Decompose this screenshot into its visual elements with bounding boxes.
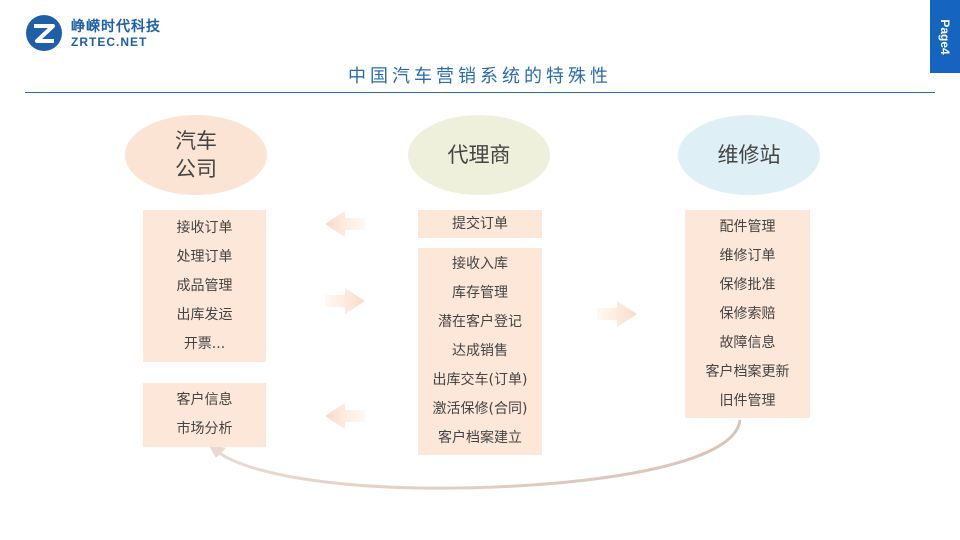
title-divider [25, 92, 935, 93]
list-item: 旧件管理 [719, 392, 776, 409]
logo-english-text: ZRTEC.NET [71, 35, 148, 49]
slide-title: 中国汽车营销系统的特殊性 [348, 66, 612, 87]
list-item: 开票... [183, 335, 226, 352]
company-logo: 峥嵘时代科技 ZRTEC.NET [25, 14, 170, 52]
logo-mark-icon [26, 15, 62, 51]
heading-car-company: 汽车 公司 [125, 115, 267, 195]
list-item: 提交订单 [452, 215, 508, 232]
list-item: 故障信息 [719, 334, 776, 351]
list-item: 客户档案更新 [705, 363, 790, 380]
agent-operations-box: 接收入库 库存管理 潜在客户登记 达成销售 出库交车(订单) 激活保修(合同) … [418, 248, 542, 455]
list-item: 库存管理 [452, 285, 508, 301]
list-item: 达成销售 [452, 343, 508, 359]
feedback-arrowhead-icon [208, 444, 226, 458]
list-item: 激活保修(合同) [432, 401, 528, 417]
arrow-right-service-icon [597, 301, 637, 327]
arrow-left-bottom-icon [325, 403, 365, 429]
list-item: 接收入库 [452, 256, 508, 272]
list-item: 成品管理 [176, 277, 233, 294]
list-item: 配件管理 [719, 218, 776, 235]
list-item: 客户信息 [176, 392, 233, 408]
car-company-order-box: 接收订单 处理订单 成品管理 出库发运 开票... [143, 210, 266, 362]
feedback-curve [214, 419, 742, 490]
agent-submit-box: 提交订单 [418, 210, 542, 238]
list-item: 潜在客户登记 [438, 314, 522, 330]
car-company-customer-box: 客户信息 市场分析 [143, 383, 266, 447]
arrow-right-mid-icon [325, 288, 365, 314]
heading-service-station: 维修站 [678, 115, 820, 195]
list-item: 保修批准 [719, 276, 776, 293]
heading-agent: 代理商 [408, 115, 550, 195]
page-number-tab: Page4 [930, 0, 960, 73]
heading-car-company-line1: 汽车 [175, 128, 217, 153]
list-item: 维修订单 [719, 247, 776, 264]
list-item: 出库交车(订单) [432, 372, 528, 388]
list-item: 市场分析 [176, 421, 233, 437]
service-station-box: 配件管理 维修订单 保修批准 保修索赔 故障信息 客户档案更新 旧件管理 [685, 210, 810, 418]
logo-chinese-text: 峥嵘时代科技 [71, 19, 161, 35]
list-item: 保修索赔 [719, 305, 776, 322]
list-item: 客户档案建立 [438, 430, 522, 446]
list-item: 处理订单 [176, 248, 233, 265]
list-item: 出库发运 [176, 306, 233, 323]
arrow-left-top-icon [325, 211, 365, 237]
list-item: 接收订单 [176, 219, 233, 236]
heading-car-company-line2: 公司 [175, 157, 217, 181]
